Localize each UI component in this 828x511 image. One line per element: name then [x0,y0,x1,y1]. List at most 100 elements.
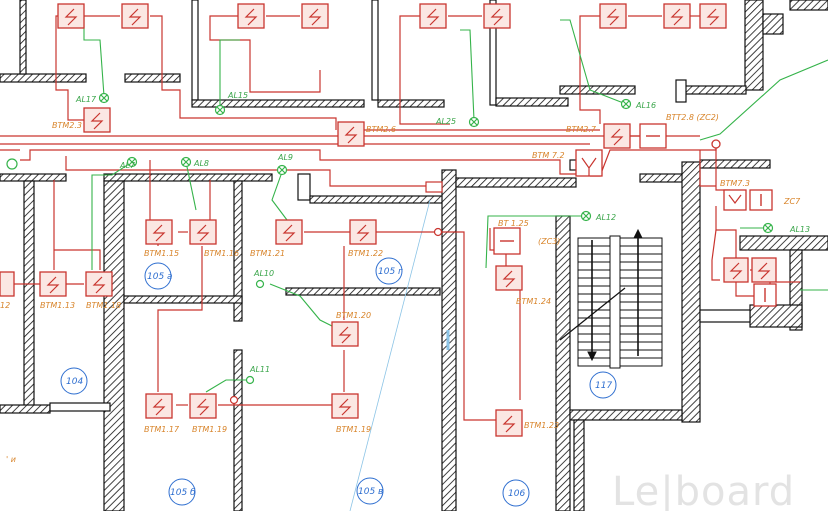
device-box [599,3,627,29]
label-btm28: BTT2.8 (ZC2) [666,113,719,122]
fixture-symbol [98,92,110,104]
devices [0,3,777,437]
device-box [723,257,749,283]
label-btm72: BTM 7.2 [532,151,565,160]
fixture-symbol [468,116,480,128]
device-box [331,393,359,419]
junction-box [575,149,603,177]
device-box [603,123,631,149]
room-marker [168,478,196,506]
panel-box [753,283,777,307]
room-105a: 105 а [147,272,173,282]
fixture-symbol [126,156,138,168]
labels: BTM2.3 BTM2.6 BTM2.7 BTM 7.2 BTT2.8 (ZC2… [0,91,810,499]
label-btm24: BTM1.24 [516,297,551,306]
label-btm25: BT 1.25 [498,219,529,228]
label-btm17: BTM1.17 [144,425,180,434]
label-btm23: BTM2.3 [52,121,82,130]
corner-text: ' и [6,455,16,464]
label-btm22: BTM1.22 [348,249,383,258]
label-btm15: BTM1.15 [144,249,179,258]
label-al7: AL7 [119,161,136,170]
junction-dot [711,139,721,149]
room-104: 104 [66,377,83,387]
label-al9: AL9 [277,153,293,162]
device-box [121,3,149,29]
label-btm73: BTM7.3 [720,179,750,188]
device-box [275,219,303,245]
room-marker [356,477,384,505]
room-marker [589,371,617,399]
label-btm18: BTM1.18 [86,301,121,310]
room-marker [375,257,403,285]
label-btm21: BTM1.21 [250,249,285,258]
room-marker [502,479,530,507]
room-117: 117 [595,381,612,391]
label-btm23b: BTM1.23 [524,421,559,430]
label-btm13: BTM1.13 [40,301,75,310]
fixture-symbol [580,210,592,222]
label-al12: AL12 [595,213,616,222]
label-btm16: BTM1.16 [204,249,239,258]
device-box [57,3,85,29]
device-box [189,393,217,419]
device-box [39,271,67,297]
label-btm27: BTM2.7 [566,125,597,134]
fixture-symbol [180,156,192,168]
blue-guides [349,199,450,511]
device-box [331,321,359,347]
label-al17: AL17 [75,95,97,104]
fixtures [6,92,774,385]
device-box [495,265,523,291]
label-al25: AL25 [435,117,456,126]
label-zc7: ZC7 [783,197,801,206]
device-box [189,219,217,245]
device-box [145,393,173,419]
device-box [495,409,523,437]
watermark: Le|board [612,469,795,511]
label-al15: AL15 [227,91,248,100]
fixture-symbol [762,222,774,234]
label-al11: AL11 [249,365,270,374]
fixture-dot [6,158,18,170]
small-box [425,181,443,193]
junction-dot [229,395,239,405]
device-box [237,3,265,29]
device-box [85,271,113,297]
label-btm19b: BTM1.19 [336,425,371,434]
junction-box [723,189,747,211]
label-al8: AL8 [193,159,209,168]
room-105v: 105 в [358,487,383,497]
fixture-dot [245,375,255,385]
label-btm26: BTM2.6 [366,125,396,134]
panel-box [493,227,521,255]
device-box [751,257,777,283]
label-al10: AL10 [253,269,274,278]
label-btm20: BTM1.20 [336,311,371,320]
device-box [301,3,329,29]
room-105b: 105 б [170,488,196,498]
label-al13: AL13 [789,225,810,234]
device-box [0,271,15,297]
device-box [337,121,365,147]
label-zc3: (ZC3) [538,237,560,246]
room-markers [60,257,617,507]
room-106: 106 [508,489,525,499]
device-box [663,3,691,29]
device-box [419,3,447,29]
junction-dot [433,227,443,237]
room-marker [60,367,88,395]
room-105g: 105 г [378,267,403,277]
green-wiring [83,16,828,393]
fixture-symbol [276,164,288,176]
room-marker [144,262,172,290]
fixture-symbol [214,104,226,116]
label-al16: AL16 [635,101,656,110]
label-edge12: 12 [0,301,10,310]
device-box [83,107,111,133]
device-box [483,3,511,29]
panel-box [749,189,773,211]
